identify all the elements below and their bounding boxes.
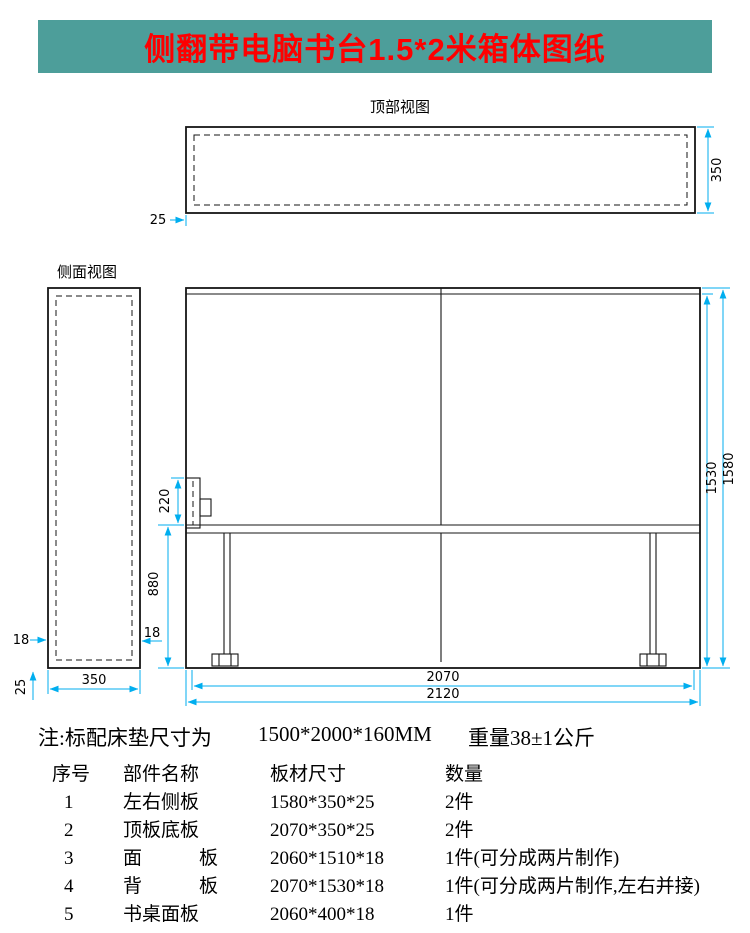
parts-table-header-row: 序号 部件名称 板材尺寸 数量 [38, 761, 738, 789]
dim-top-thickness-25: 25 [150, 213, 187, 228]
dim-label: 18 [13, 633, 30, 648]
col-header-no: 序号 [52, 764, 91, 785]
dim-label: 1530 [705, 461, 720, 494]
cell-no: 4 [64, 876, 74, 897]
cell-name: 顶板底板 [123, 820, 200, 841]
dim-label: 350 [82, 673, 107, 688]
front-view-outline [185, 287, 701, 669]
cell-name: 左右侧板 [123, 792, 200, 813]
col-header-size: 板材尺寸 [270, 764, 347, 785]
cell-name: 背 板 [123, 876, 219, 897]
note-weight: 重量38±1公斤 [468, 726, 596, 750]
note-label: 注:标配床垫尺寸为 [38, 726, 212, 750]
mattress-note: 注:标配床垫尺寸为 1500*2000*160MM 重量38±1公斤 [0, 722, 750, 752]
dim-side-panel-left-18: 18 [13, 633, 47, 648]
cell-qty: 1件(可分成两片制作) [445, 848, 620, 869]
hinge-block [199, 498, 212, 517]
table-row: 1 左右侧板 1580*350*25 2件 [38, 789, 738, 817]
dim-label: 350 [710, 158, 725, 183]
cell-size: 2070*1530*18 [270, 876, 384, 897]
top-view-outline [185, 126, 696, 214]
side-view-hidden-edge [55, 295, 133, 661]
dim-label: 880 [147, 572, 162, 597]
cell-size: 2070*350*25 [270, 820, 375, 841]
cell-name: 书桌面板 [123, 904, 200, 925]
cell-qty: 2件 [445, 820, 474, 841]
top-view: 顶部视图 350 25 [150, 98, 725, 228]
cell-no: 5 [64, 904, 74, 925]
dim-label: 2070 [426, 670, 459, 685]
dim-top-depth-350: 350 [697, 126, 725, 214]
dim-label: 220 [158, 489, 173, 514]
dim-label: 25 [14, 679, 29, 696]
col-header-qty: 数量 [445, 764, 484, 785]
cell-qty: 1件 [445, 904, 474, 925]
page-title: 侧翻带电脑书台1.5*2米箱体图纸 [144, 32, 606, 67]
dim-front-inner-width-2070: 2070 [191, 670, 695, 690]
cell-size: 2060*1510*18 [270, 848, 384, 869]
flip-bracket [185, 477, 212, 529]
cell-qty: 1件(可分成两片制作,左右并接) [445, 876, 700, 897]
left-foot [211, 653, 239, 667]
side-view: 侧面视图 18 18 350 25 [13, 263, 162, 700]
cell-no: 3 [64, 848, 74, 869]
dim-side-panel-right-18: 18 [141, 626, 162, 645]
cell-size: 1580*350*25 [270, 792, 375, 813]
front-view: 220 880 1530 1580 [147, 287, 737, 706]
parts-table: 序号 部件名称 板材尺寸 数量 1 左右侧板 1580*350*25 2件 2 … [38, 761, 738, 929]
dim-front-desk-gap-220: 220 [158, 477, 184, 526]
cell-name: 面 板 [123, 848, 219, 869]
dim-front-inner-height-1530: 1530 [702, 293, 720, 667]
dim-label: 18 [144, 626, 161, 641]
top-view-label: 顶部视图 [370, 98, 430, 116]
table-row: 3 面 板 2060*1510*18 1件(可分成两片制作) [38, 845, 738, 873]
dim-side-width-350: 350 [47, 670, 141, 694]
dim-side-bottom-25: 25 [14, 671, 37, 700]
dim-front-outer-width-2120: 2120 [185, 670, 701, 706]
dim-label: 2120 [426, 687, 459, 702]
desk-legs [211, 533, 667, 667]
table-row: 5 书桌面板 2060*400*18 1件 [38, 901, 738, 929]
dim-label: 25 [150, 213, 167, 228]
dim-label: 1580 [722, 452, 737, 485]
table-row: 4 背 板 2070*1530*18 1件(可分成两片制作,左右并接) [38, 873, 738, 901]
side-view-outline [47, 287, 141, 669]
title-banner: 侧翻带电脑书台1.5*2米箱体图纸 [38, 20, 712, 73]
dim-front-desk-height-880: 880 [147, 526, 184, 669]
dim-front-outer-height-1580: 1580 [702, 287, 737, 669]
cell-qty: 2件 [445, 792, 474, 813]
note-mattress-size: 1500*2000*160MM [258, 722, 432, 746]
right-foot [639, 653, 667, 667]
cell-size: 2060*400*18 [270, 904, 375, 925]
top-view-hidden-edge [193, 134, 688, 206]
cell-no: 2 [64, 820, 74, 841]
table-row: 2 顶板底板 2070*350*25 2件 [38, 817, 738, 845]
col-header-name: 部件名称 [123, 764, 200, 785]
side-view-label: 侧面视图 [57, 263, 117, 281]
cell-no: 1 [64, 792, 74, 813]
